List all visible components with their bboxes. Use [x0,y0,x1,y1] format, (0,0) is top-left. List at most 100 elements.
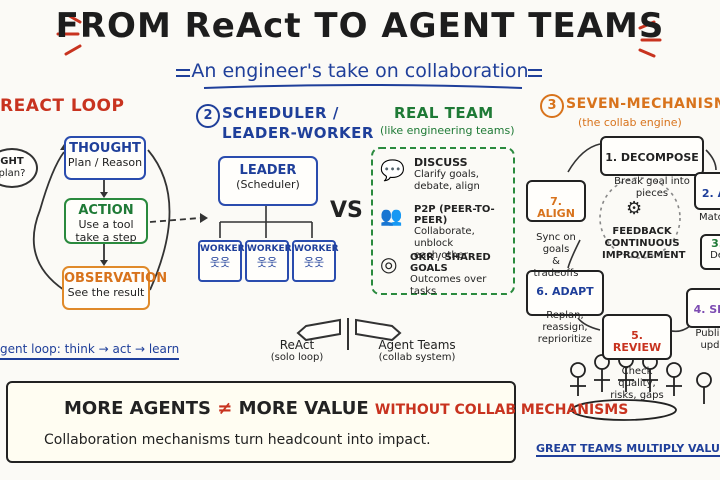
thought-title: THOUGHT [69,141,141,156]
worker-box: WORKER 웃웃 [245,240,292,282]
dashed-arrow-to-scheduler [149,217,201,223]
real-team-frame [371,147,515,295]
mechanism-title: 3. [711,237,720,250]
mechanism-title: 6. ADAPT [536,285,594,298]
signpost-right-sign [355,318,402,342]
worker-label: WORKER [200,244,245,254]
vs-label: VS [330,198,363,223]
mechanism-desc: Sync on goals & tradeoffs [533,232,579,279]
tree-lines [219,206,313,238]
team-subheading: (like engineering teams) [380,124,515,137]
action-title: ACTION [78,203,134,218]
signpost-right-sub: (collab system) [378,352,456,363]
accent-stroke [64,44,82,56]
mechanism-align: 7. ALIGN Sync on goals & tradeoffs [526,180,586,279]
mechanism-title: 1. DECOMPOSE [605,151,699,164]
gear-icon: ⚙ [626,198,643,219]
loop-back-arrow [32,151,65,291]
mechanism-title: 2. A [701,187,720,200]
mechanism-review: 5. REVIEW Check quality, risks, gaps [602,314,672,401]
scheduler-heading-2: LEADER-WORKER [222,124,374,142]
banner-neq: ≠ [217,398,233,419]
mechanism-title: 4. SH [693,303,720,316]
team-item-p2p: 👥 P2P (PEER-TO-PEER) Collaborate, unbloc… [380,204,512,262]
cycle-arrow [705,149,717,171]
banner-headline: MORE AGENTS ≠ MORE VALUE WITHOUT COLLAB … [64,398,628,419]
subtitle-underline [203,84,523,89]
page-subtitle: An engineer's take on collaboration [191,60,529,82]
worker-label: WORKER [247,244,292,254]
bubble-line: GHT [0,156,24,167]
team-item-title: P2P (PEER-TO-PEER) [414,204,495,226]
thought-box: THOUGHT Plan / Reason [64,136,146,180]
signpost-right: Agent Teams (collab system) [372,338,462,364]
speech-bubbles-icon: 💬 [380,158,405,182]
feedback-center: FEEDBACK CONTINUOUS IMPROVEMENT [602,226,686,261]
action-desc: Use a tool take a step [75,218,137,244]
team-item-discuss: 💬 DISCUSS Clarify goals, debate, align [380,156,510,193]
banner-headline-a: MORE AGENTS [64,398,211,419]
mechanism-desc: Break goal into pieces [614,176,690,199]
bubble-line: plan? [0,168,26,179]
signpost-left: ReAct (solo loop) [262,338,332,364]
team-item-desc: Outcomes over tasks [410,274,487,297]
team-heading: REAL TEAM [394,104,494,122]
team-item-title: OKR / SHARED GOALS [410,252,491,274]
mechanism-desc: Match [699,212,720,223]
leader-box: LEADER (Scheduler) [218,156,318,206]
react-footer: gent loop: think → act → learn [0,342,180,360]
subtitle-dash-right [528,69,542,77]
mechanism-title: 5. REVIEW [612,329,662,354]
team-item-title: DISCUSS [414,156,468,169]
observation-title: OBSERVATION [64,271,168,286]
mechanisms-heading: SEVEN-MECHANISM L [566,96,720,112]
arrowhead [100,260,108,266]
team-item-desc: Clarify goals, debate, align [414,169,480,192]
mechanism-desc: Replan, reassign, reprioritize [537,310,593,345]
observation-desc: See the result [67,286,145,299]
mechanism-desc: Publis upd [695,328,720,351]
worker-figures-icon: 웃웃 [256,256,278,269]
cycle-arrow [577,317,601,331]
worker-box: WORKER 웃웃 [292,240,339,282]
arrowhead [200,213,208,223]
banner-sub: Collaboration mechanisms turn headcount … [44,432,431,448]
worker-label: WORKER [294,244,339,254]
banner-headline-b: MORE VALUE [238,398,369,419]
cycle-arrow [567,143,601,173]
mechanisms-subheading: (the collab engine) [578,116,682,129]
worker-box: WORKER 웃웃 [198,240,245,282]
people-icon: 👥 [380,206,403,227]
mechanism-decompose: 1. DECOMPOSE Break goal into pieces [600,136,704,199]
footer-right: GREAT TEAMS MULTIPLY VALUE [536,442,720,457]
section-number-2: 2 [196,104,220,128]
target-icon: ◎ [380,252,398,276]
subtitle-dash-left [176,69,190,77]
worker-figures-icon: 웃웃 [209,256,231,269]
banner-headline-c: WITHOUT COLLAB MECHANISMS [374,402,629,418]
team-item-okr: ◎ OKR / SHARED GOALS Outcomes over tasks [380,252,512,298]
accent-stroke [64,12,82,24]
mechanism-adapt: 6. ADAPT Replan, reassign, reprioritize [526,270,604,345]
key-message-banner [6,381,516,463]
team-item-desc: Collaborate, unblock each other [414,226,475,261]
accent-stroke [638,20,656,30]
react-heading: REACT LOOP [0,96,125,116]
signpost-left-sub: (solo loop) [270,352,324,363]
accent-stroke [638,48,656,58]
loop-right-arrow [147,149,171,291]
signpost-left-title: ReAct [279,338,315,352]
signpost-right-title: Agent Teams [378,338,456,352]
cycle-ring [599,177,681,259]
section-number-3: 3 [540,94,564,118]
arrowhead [100,192,108,198]
worker-figures-icon: 웃웃 [303,256,325,269]
thought-desc: Plan / Reason [67,156,143,169]
mechanism-share: 4. SH Publis upd [686,288,720,351]
mechanism-3: 3. De [700,234,720,270]
leader-sub: (Scheduler) [236,178,300,191]
mechanism-desc: De [710,250,720,261]
cycle-arrow [567,239,581,269]
signpost-left-sign [296,318,341,342]
